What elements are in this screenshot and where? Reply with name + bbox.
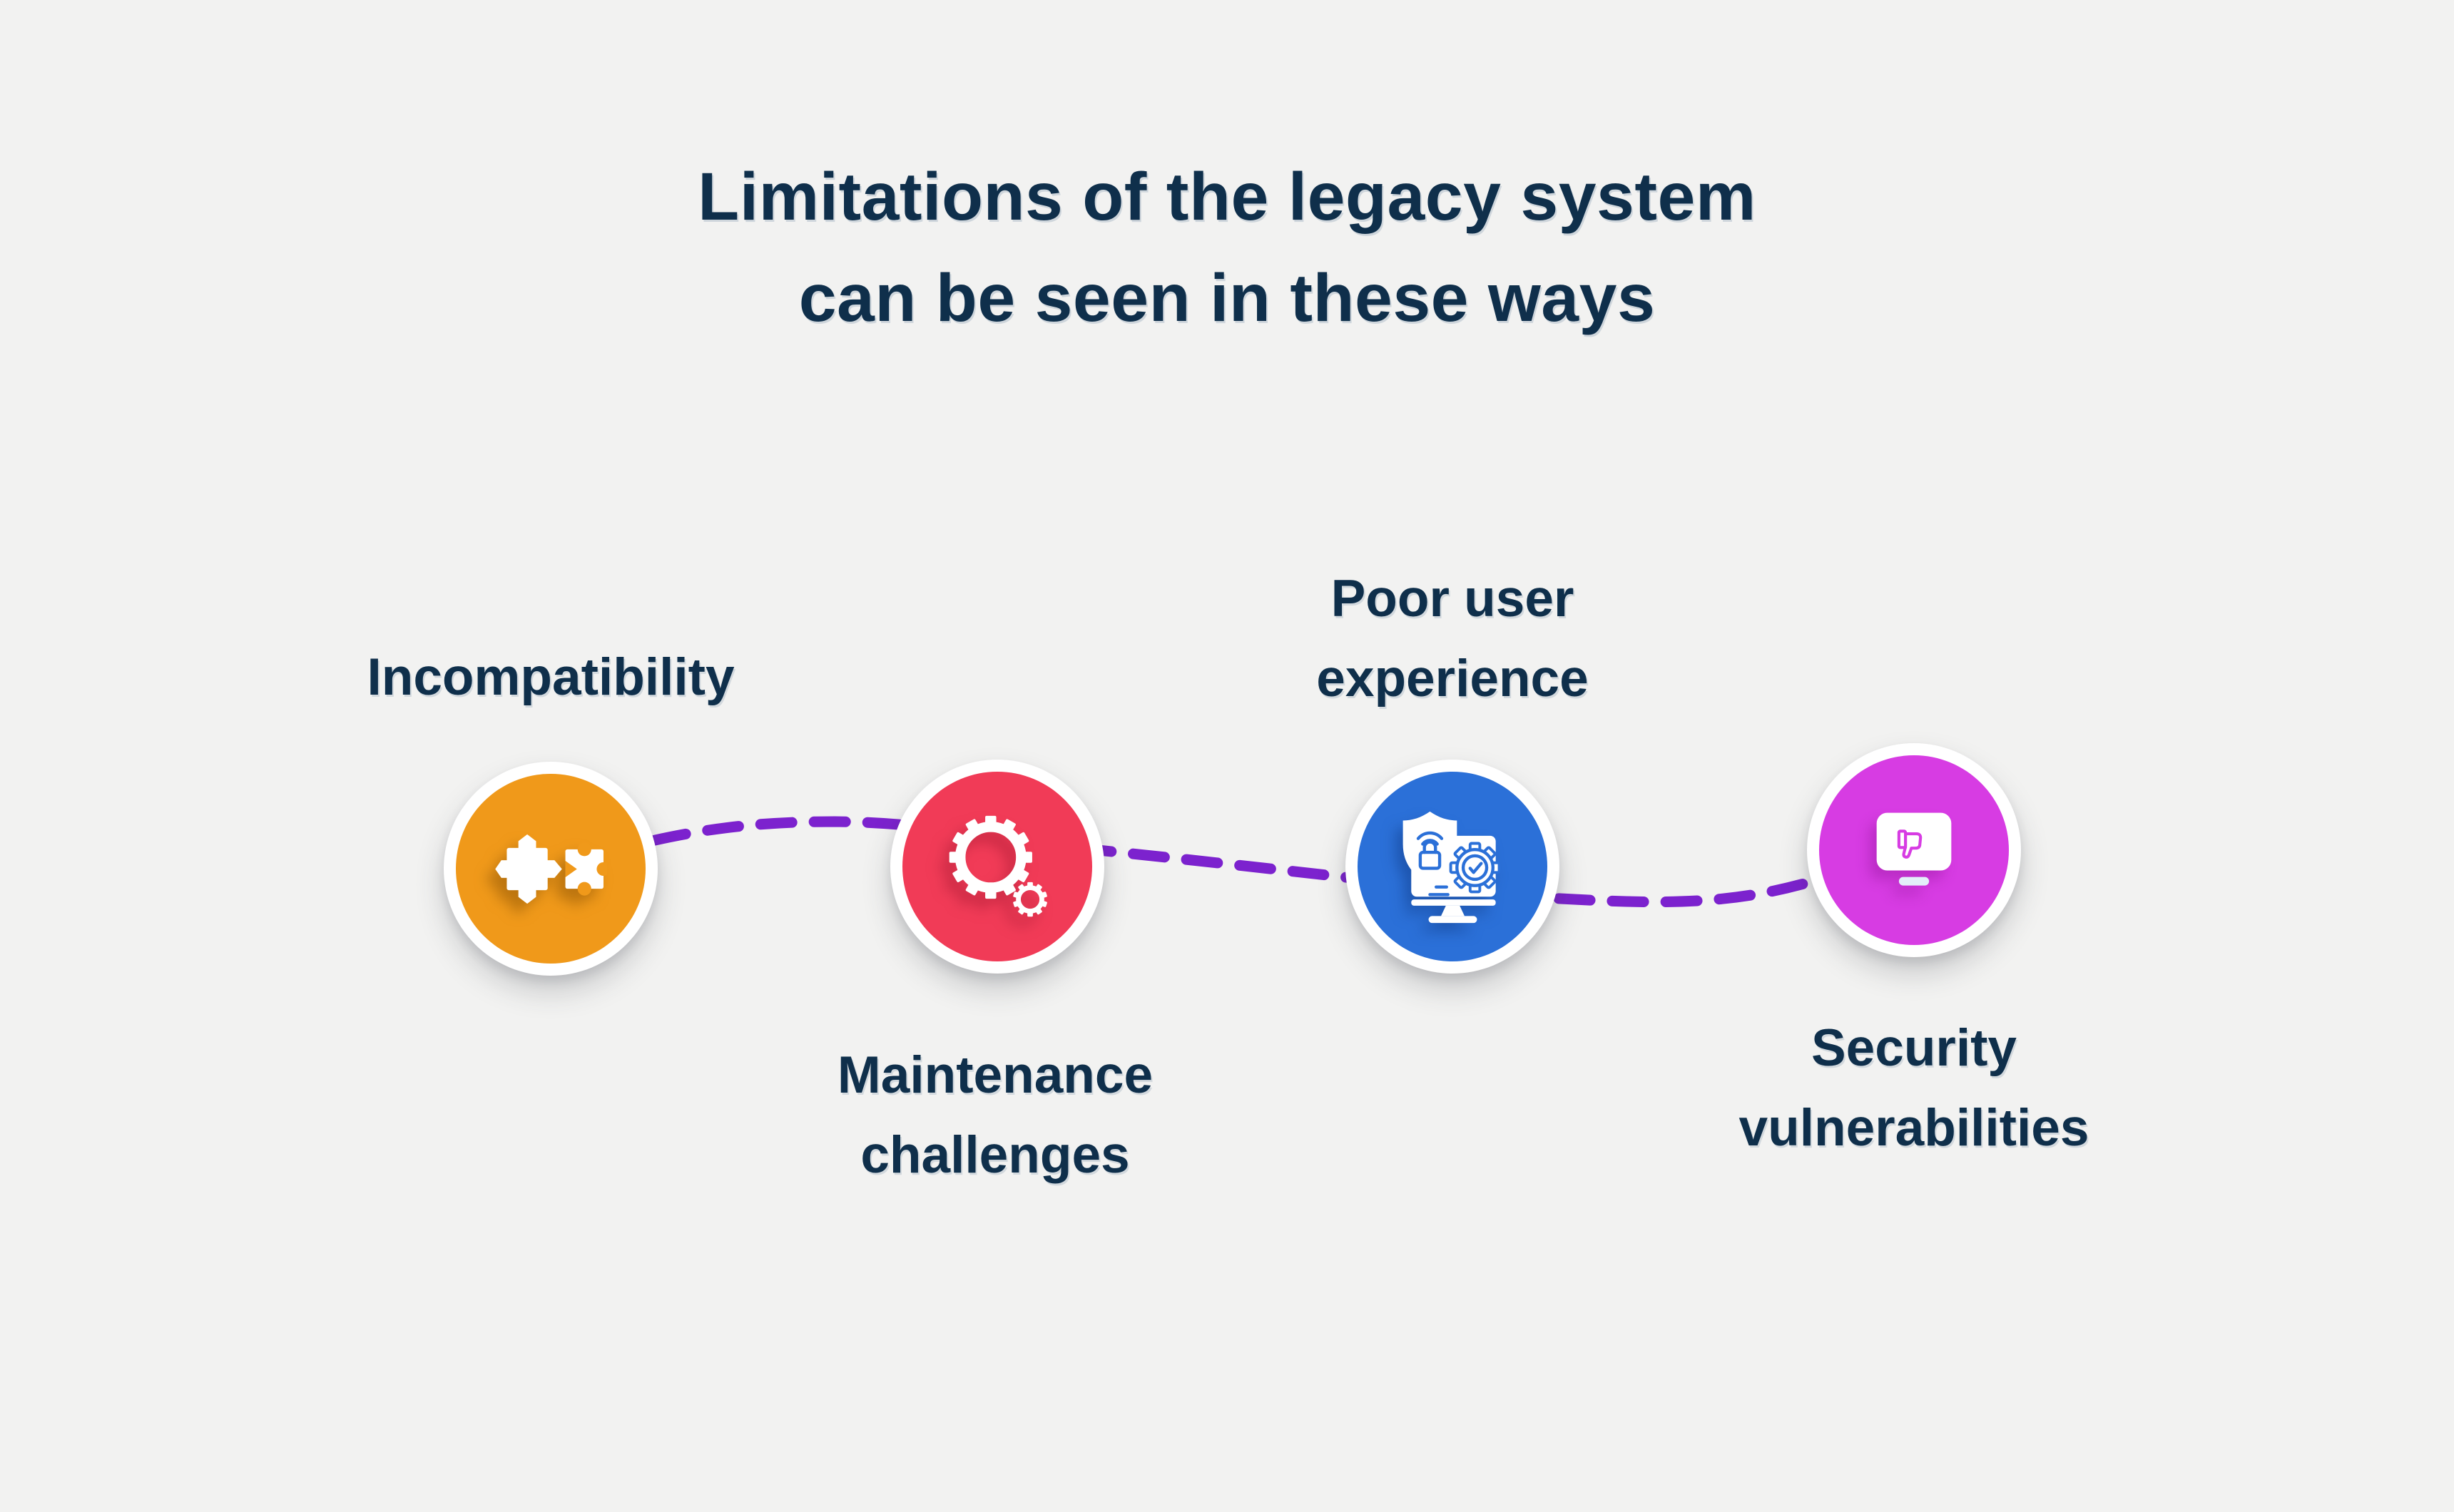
step-disc [902,772,1092,961]
step-disc [1358,772,1547,961]
label-line: Poor user [1330,570,1574,628]
step-circle-security-vulnerabilities [1807,743,2021,957]
step-circle-maintenance [890,760,1104,974]
page-title: Limitations of the legacy system can be … [0,146,2454,349]
label-maintenance-challenges: Maintenance challenges [837,1036,1153,1195]
label-security-vulnerabilities: Security vulnerabilities [1739,1008,2089,1168]
page-title-line-2: can be seen in these ways [798,260,1656,336]
step-disc [1819,755,2009,945]
label-line: Security [1811,1019,2017,1077]
label-line: Incompatibility [367,648,735,706]
connector-path [545,816,1932,908]
label-incompatibility: Incompatibility [367,638,734,717]
shielded-monitor-icon [1402,811,1500,923]
label-line: Maintenance [837,1046,1154,1104]
label-line: challenges [860,1126,1130,1184]
label-line: experience [1316,650,1589,708]
step-circle-poor-user-experience [1345,760,1559,974]
page-title-line-1: Limitations of the legacy system [698,159,1756,235]
label-poor-user-experience: Poor user experience [1316,559,1588,719]
thumbs-down-monitor-icon [1876,812,1952,886]
step-circle-incompatibility [444,762,658,976]
gears-icon [949,815,1047,916]
label-line: vulnerabilities [1738,1099,2089,1157]
puzzle-pieces-icon [495,834,607,904]
step-disc [456,774,646,964]
